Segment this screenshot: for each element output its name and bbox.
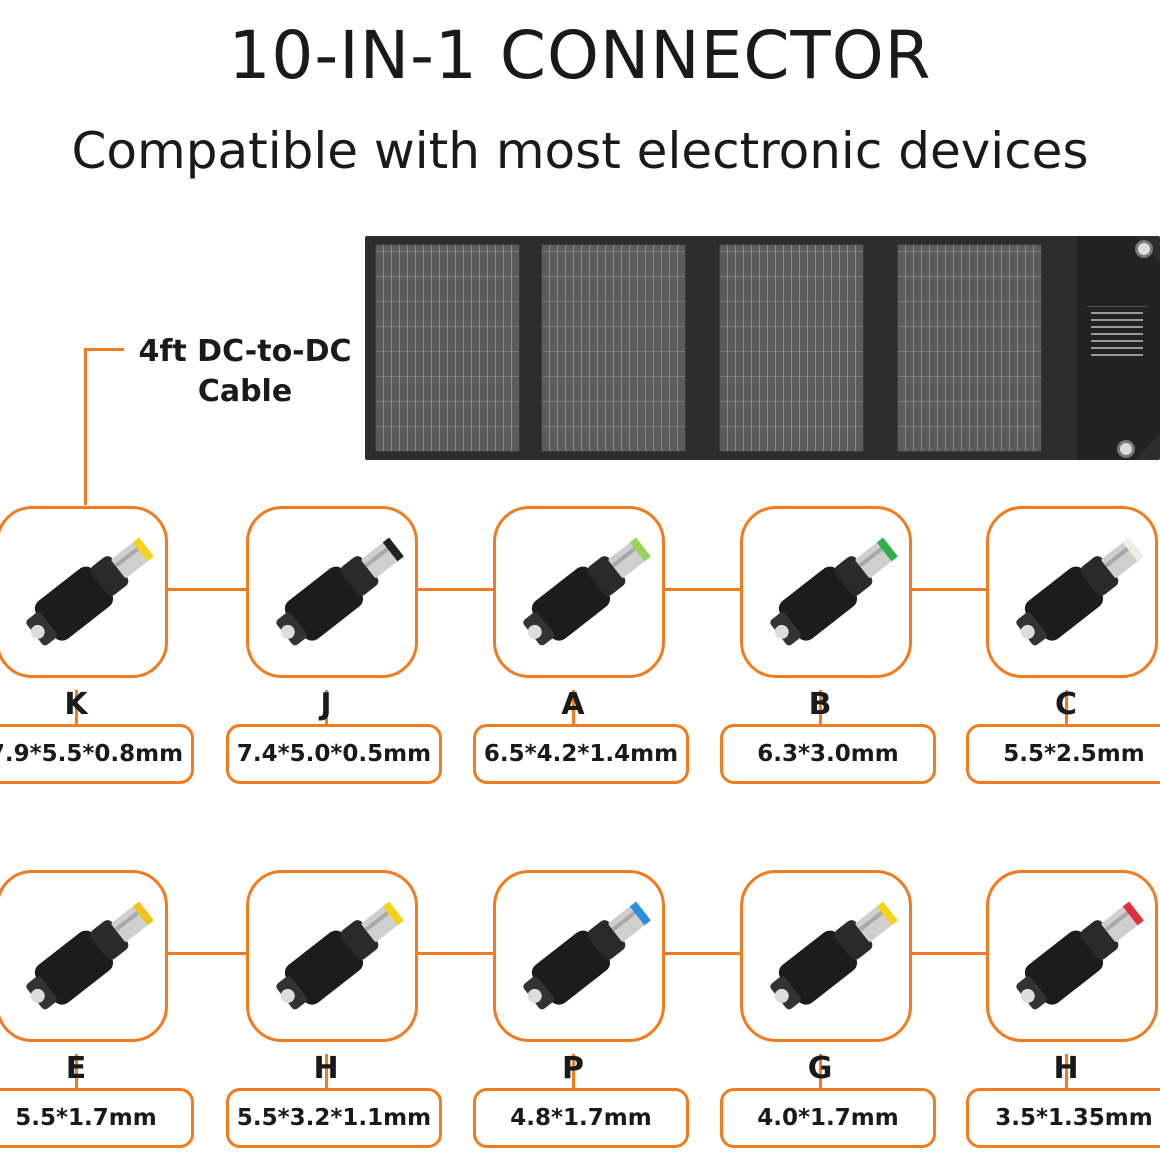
connector-link-line: [418, 952, 493, 955]
dc-plug-icon: [523, 901, 651, 1010]
connector-size-label: 5.5*1.7mm: [0, 1088, 194, 1148]
cable-label: 4ft DC-to-DC Cable: [130, 332, 360, 412]
connector-size-label: 6.3*3.0mm: [720, 724, 936, 784]
connector-tile: [493, 506, 665, 678]
connector-size-label: 7.9*5.5*0.8mm: [0, 724, 194, 784]
connector-stem-line: [325, 1054, 328, 1088]
connector-size-label: 3.5*1.35mm: [966, 1088, 1160, 1148]
connector-tile: [493, 870, 665, 1042]
connector-stem-line: [572, 1054, 575, 1088]
connector-tile: [740, 506, 912, 678]
connector-letter: B: [808, 687, 832, 722]
page-subtitle: Compatible with most electronic devices: [71, 122, 1089, 180]
grommet-icon: [1135, 240, 1153, 258]
connector-size-label: 7.4*5.0*0.5mm: [226, 724, 442, 784]
dc-plug-icon: [523, 537, 651, 646]
connector-size-label: 5.5*2.5mm: [966, 724, 1160, 784]
connector-stem-line: [75, 690, 78, 724]
cable-connector-line: [84, 348, 124, 351]
grommet-icon: [1117, 440, 1135, 458]
connector-link-line: [168, 588, 246, 591]
connector-tile: [0, 870, 168, 1042]
dc-plug-icon: [770, 901, 898, 1010]
connector-stem-line: [819, 1054, 822, 1088]
connector-link-line: [912, 952, 986, 955]
cable-connector-line: [84, 348, 87, 505]
connector-tile: [246, 506, 418, 678]
dc-plug-icon: [276, 901, 404, 1010]
connector-tile: [0, 506, 168, 678]
connector-stem-line: [1065, 690, 1068, 724]
connector-stem-line: [325, 690, 328, 724]
dc-plug-icon: [1016, 901, 1144, 1010]
connector-stem-line: [819, 690, 822, 724]
connector-link-line: [665, 588, 740, 591]
solar-panel-image: [365, 236, 1160, 460]
connector-tile: [986, 506, 1158, 678]
connector-letter: A: [561, 687, 585, 722]
connector-letter: C: [1054, 687, 1078, 722]
connector-letter: P: [562, 1051, 584, 1086]
solar-cell: [897, 244, 1042, 452]
connector-letter: H: [1053, 1051, 1079, 1086]
dc-plug-icon: [276, 537, 404, 646]
solar-cell: [375, 244, 520, 452]
connector-size-label: 4.0*1.7mm: [720, 1088, 936, 1148]
connector-tile: [986, 870, 1158, 1042]
dc-plug-icon: [26, 537, 154, 646]
connector-size-label: 6.5*4.2*1.4mm: [473, 724, 689, 784]
connector-tile: [246, 870, 418, 1042]
connector-stem-line: [75, 1054, 78, 1088]
connector-tile: [740, 870, 912, 1042]
connector-letter: H: [313, 1051, 339, 1086]
connector-size-label: 5.5*3.2*1.1mm: [226, 1088, 442, 1148]
solar-cell: [541, 244, 686, 452]
solar-cell: [719, 244, 864, 452]
dc-plug-icon: [1016, 537, 1144, 646]
connector-letter: E: [65, 1051, 87, 1086]
cable-label-line1: 4ft DC-to-DC: [138, 334, 352, 369]
connector-link-line: [665, 952, 740, 955]
dc-plug-icon: [26, 901, 154, 1010]
page-title: 10-IN-1 CONNECTOR: [228, 17, 932, 94]
connector-letter: G: [807, 1051, 833, 1086]
connector-stem-line: [572, 690, 575, 724]
connector-size-label: 4.8*1.7mm: [473, 1088, 689, 1148]
dc-plug-icon: [770, 537, 898, 646]
connector-link-line: [168, 952, 246, 955]
connector-letter: J: [320, 687, 332, 722]
connector-letter: K: [64, 687, 88, 722]
connector-link-line: [418, 588, 493, 591]
connector-link-line: [912, 588, 986, 591]
connector-stem-line: [1065, 1054, 1068, 1088]
spec-label: [1087, 306, 1147, 377]
cable-label-line2: Cable: [197, 374, 293, 409]
